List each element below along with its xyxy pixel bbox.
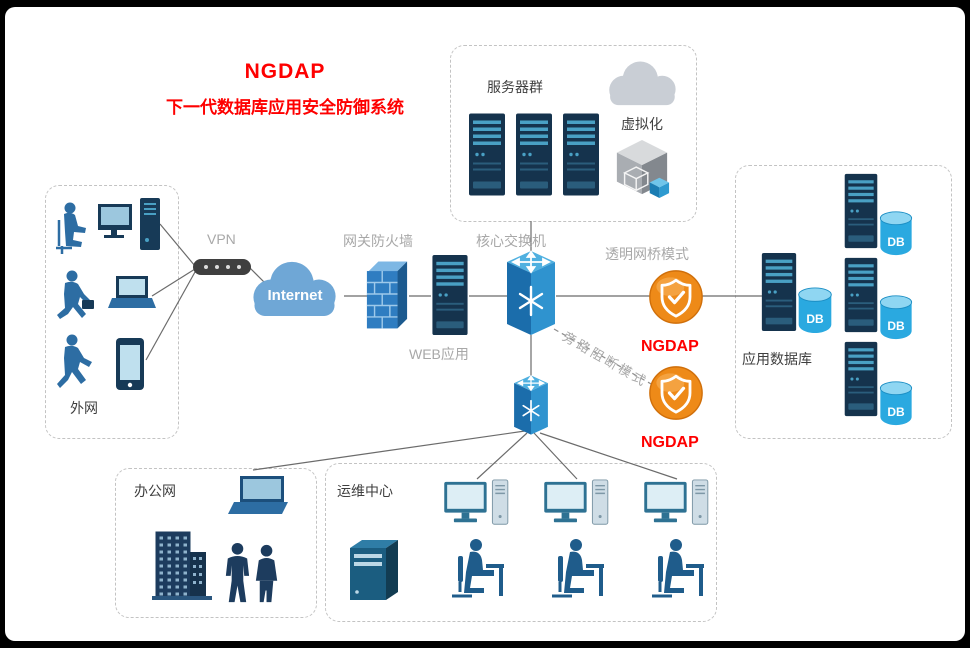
ngdap-bridge-label: NGDAP bbox=[641, 338, 699, 355]
diagram-title: NGDAP bbox=[244, 60, 326, 83]
virtualization-label: 虚拟化 bbox=[621, 116, 663, 132]
diagram-subtitle: 下一代数据库应用安全防御系统 bbox=[166, 98, 404, 117]
firewall-label: 网关防火墙 bbox=[343, 233, 413, 249]
db-server-icon bbox=[761, 252, 797, 332]
core-switch-label: 核心交换机 bbox=[476, 233, 546, 249]
server-icon bbox=[516, 113, 552, 196]
bypass-dashed-wire bbox=[553, 328, 661, 390]
ops-desktop-icon bbox=[543, 479, 609, 525]
vpn-device-icon bbox=[193, 259, 251, 275]
vpn-label: VPN bbox=[207, 231, 236, 247]
database-cylinder-icon bbox=[879, 211, 913, 256]
db-server-icon bbox=[844, 341, 878, 417]
office-building-icon bbox=[151, 531, 213, 601]
ngdap-bridge-shield-icon bbox=[648, 269, 704, 325]
ops-desktop-icon bbox=[643, 479, 709, 525]
office-people-icon bbox=[225, 542, 278, 603]
db-badge: DB bbox=[887, 235, 905, 249]
ops-operator-icon bbox=[450, 537, 506, 598]
database-cylinder-icon bbox=[798, 287, 832, 334]
office-network-label: 办公网 bbox=[134, 483, 176, 499]
bridge-mode-label: 透明网桥模式 bbox=[605, 246, 689, 262]
database-cylinder-icon bbox=[879, 381, 913, 426]
access-switch-icon bbox=[513, 374, 549, 436]
internet-label: Internet bbox=[267, 287, 323, 304]
db-server-icon bbox=[844, 257, 878, 333]
web-server-icon bbox=[432, 254, 468, 336]
server-cabinet-icon bbox=[350, 540, 398, 600]
mobile-laptop-user-icon bbox=[57, 270, 156, 319]
virtualization-cube-icon bbox=[616, 139, 670, 199]
wire-group bbox=[145, 221, 766, 480]
server-icon bbox=[469, 113, 505, 196]
desk-user-computer-icon bbox=[56, 196, 162, 254]
db-badge: DB bbox=[806, 312, 824, 326]
database-cylinder-icon bbox=[879, 295, 913, 340]
external-network-label: 外网 bbox=[70, 400, 98, 416]
office-laptop-icon bbox=[228, 476, 288, 514]
firewall-icon bbox=[366, 260, 408, 330]
ops-desktop-icon bbox=[443, 479, 509, 525]
ops-operator-icon bbox=[650, 537, 706, 598]
ops-operator-icon bbox=[550, 537, 606, 598]
ngdap-bypass-label: NGDAP bbox=[641, 434, 699, 451]
server-icon bbox=[563, 113, 599, 196]
server-farm-label: 服务器群 bbox=[487, 79, 543, 95]
db-badge: DB bbox=[887, 319, 905, 333]
web-app-label: WEB应用 bbox=[409, 346, 469, 362]
mobile-phone-user-icon bbox=[57, 334, 144, 390]
db-server-icon bbox=[844, 173, 878, 249]
virtualization-cloud-icon bbox=[609, 61, 676, 106]
db-badge: DB bbox=[887, 405, 905, 419]
ops-center-label: 运维中心 bbox=[337, 483, 393, 499]
app-database-label: 应用数据库 bbox=[742, 351, 812, 367]
